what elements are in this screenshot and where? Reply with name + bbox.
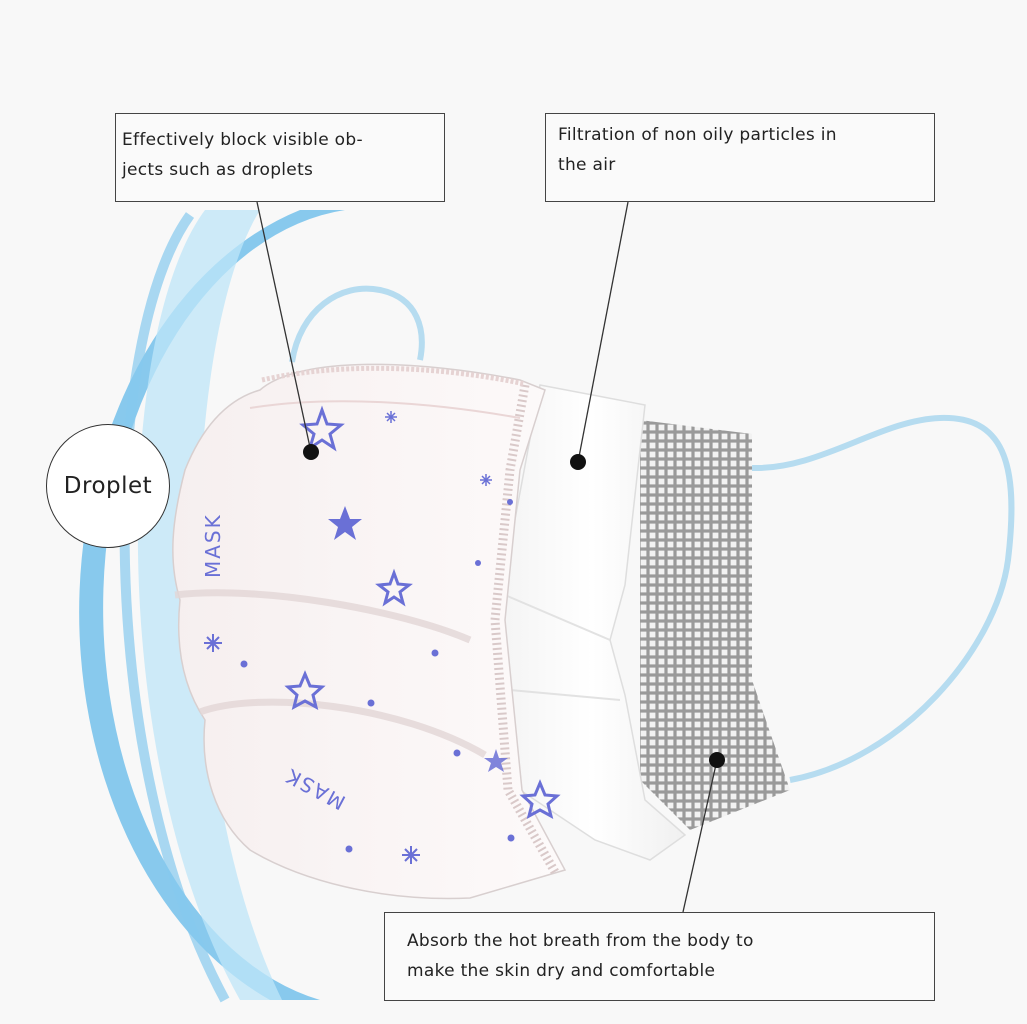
left-ear-loop bbox=[289, 285, 425, 363]
dot-icon bbox=[507, 834, 515, 842]
dot-icon bbox=[367, 699, 375, 707]
right-ear-loop bbox=[751, 414, 1015, 783]
mask-print-pattern bbox=[204, 379, 561, 864]
star-outline-icon bbox=[519, 779, 561, 819]
leader-dot-absorb bbox=[709, 752, 725, 768]
callout-absorb-line-1: Absorb the hot breath from the body to bbox=[407, 931, 754, 951]
outer-mask-layer bbox=[172, 363, 567, 900]
star-icon bbox=[328, 506, 362, 540]
droplet-arc-band bbox=[137, 210, 282, 1000]
leader-line-filter bbox=[577, 201, 629, 463]
mesh-filter-layer bbox=[640, 420, 790, 830]
pleat-top bbox=[249, 400, 521, 419]
callout-block-droplets: Effectively block visible ob- jects such… bbox=[115, 113, 445, 202]
droplet-label-circle: Droplet bbox=[46, 424, 170, 548]
leader-dot-block bbox=[303, 444, 319, 460]
droplet-label: Droplet bbox=[63, 473, 153, 499]
leader-line-absorb bbox=[682, 759, 718, 913]
pleat-2 bbox=[198, 698, 487, 759]
leader-dot-filter bbox=[570, 454, 586, 470]
nose-strip-binding bbox=[261, 365, 526, 387]
callout-filter-line-2: the air bbox=[558, 155, 616, 175]
droplet-arc-edge bbox=[119, 212, 230, 1003]
star-outline-icon bbox=[284, 670, 326, 710]
star-icon bbox=[484, 749, 508, 772]
callout-absorb-line-2: make the skin dry and comfortable bbox=[407, 961, 716, 981]
mask-print-text-1: MASK bbox=[201, 513, 225, 578]
dot-icon bbox=[507, 499, 513, 505]
callout-filter-line-1: Filtration of non oily particles in bbox=[558, 125, 837, 145]
dot-icon bbox=[431, 649, 439, 657]
star-outline-icon bbox=[375, 568, 413, 607]
dot-icon bbox=[453, 749, 461, 757]
inner-layer-fold-1 bbox=[504, 594, 611, 641]
callout-absorb: Absorb the hot breath from the body to m… bbox=[384, 912, 935, 1001]
pleat-1 bbox=[174, 589, 472, 644]
callout-filtration: Filtration of non oily particles in the … bbox=[545, 113, 935, 202]
dot-icon bbox=[240, 660, 248, 668]
sparkle-icon bbox=[385, 411, 397, 423]
leader-line-block bbox=[256, 201, 312, 453]
sparkle-icon bbox=[402, 846, 420, 864]
dot-icon bbox=[345, 845, 353, 853]
sparkle-icon bbox=[204, 634, 222, 652]
star-outline-icon bbox=[299, 405, 345, 452]
callout-block-line-1: Effectively block visible ob- bbox=[122, 130, 363, 150]
sparkle-icon bbox=[480, 474, 492, 486]
callout-block-line-2: jects such as droplets bbox=[122, 160, 314, 180]
dot-icon bbox=[475, 560, 481, 566]
inner-layer-fold-2 bbox=[509, 689, 621, 701]
